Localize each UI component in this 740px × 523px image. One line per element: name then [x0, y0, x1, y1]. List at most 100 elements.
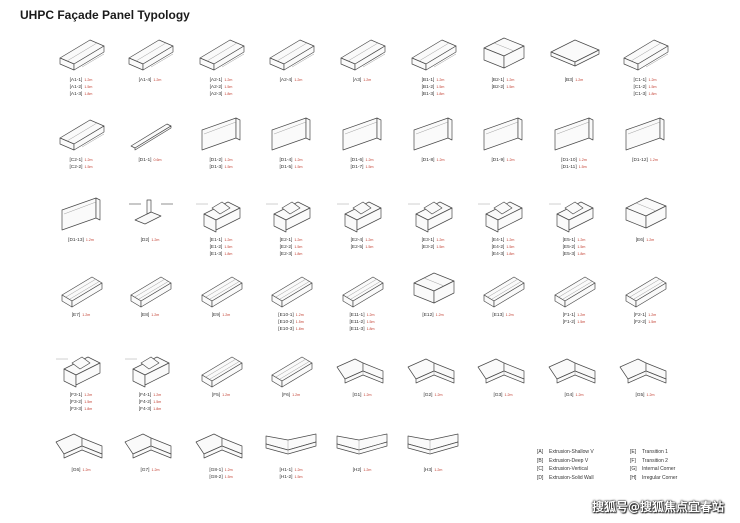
panel-drawing	[266, 201, 311, 233]
panel-drawing	[61, 197, 101, 231]
panel-label: [H3]1.2m	[398, 467, 468, 474]
legend-label: Internal Corner	[642, 466, 676, 473]
panel-labels: [E13]1.2m	[468, 312, 538, 319]
panel-code: [E13]	[492, 313, 504, 318]
legend-item: [F]Transition 2	[630, 458, 668, 464]
panel-dimension-note: 1.2m	[648, 78, 657, 82]
panel-labels: [H1-1]1.2m[H1-2]1.5m	[256, 467, 326, 481]
panel-labels: [D1-4]1.2m[D1-5]1.5m	[256, 157, 326, 171]
page-title: UHPC Façade Panel Typology	[20, 8, 190, 22]
panel-drawing	[59, 39, 105, 71]
panel-code: [D1-4]	[279, 158, 293, 163]
panel-dimension-note: 1.2m	[577, 238, 586, 242]
panel-code: [E11-2]	[349, 320, 365, 326]
panel-dimension-note: 1.5m	[294, 475, 303, 480]
panel-dimension-note: 1.8m	[577, 252, 586, 257]
panel-item: [D1-2]1.2m[D1-3]1.5m	[186, 110, 256, 196]
panel-item: [E3-1]1.2m[E3-2]1.5m	[398, 190, 468, 276]
panel-code: [E2-2]	[279, 245, 293, 251]
panel-labels: [D1-1]0.6m	[115, 157, 185, 164]
panel-dimension-note: 1.8m	[366, 327, 375, 332]
panel-dimension-note: 1.5m	[506, 245, 515, 250]
panel-dimension-note: 1.5m	[224, 85, 233, 90]
panel-label: [B1-3]1.8m	[398, 91, 468, 98]
panel-code: [C1-2]	[633, 85, 647, 91]
panel-drawing	[271, 276, 313, 308]
panel-item: [E8]1.2m	[115, 265, 185, 351]
panel-dimension-note: 1.8m	[84, 407, 93, 412]
panel-drawing	[265, 433, 317, 455]
panel-item: [D1-4]1.2m[D1-5]1.5m	[256, 110, 326, 196]
panel-label: [F4-1]1.2m	[115, 392, 185, 399]
panel-dimension-note: 1.2m	[85, 238, 94, 242]
panel-drawing	[342, 117, 382, 151]
panel-label: [G4]1.2m	[539, 392, 609, 399]
panel-label: [E5-1]1.2m	[539, 237, 609, 244]
panel-labels: [A1-4]1.2m	[115, 77, 185, 84]
panel-code: [D1-7]	[350, 165, 364, 171]
panel-drawing	[625, 197, 667, 229]
panel-dimension-note: 1.2m	[295, 313, 304, 317]
panel-label: [A2-3]1.8m	[186, 91, 256, 98]
panel-dimension-note: 1.2m	[436, 78, 445, 82]
panel-dimension-note: 1.2m	[84, 393, 93, 397]
panel-dimension-note: 1.5m	[365, 165, 374, 170]
panel-code: [G3]	[493, 393, 503, 398]
panel-item: [D1-13]1.2m	[46, 190, 116, 276]
panel-dimension-note: 1.5m	[648, 320, 657, 325]
panel-code: [E4-1]	[491, 238, 505, 243]
panel-label: [A1-2]1.5m	[46, 84, 116, 91]
panel-label: [E11-2]1.5m	[327, 319, 397, 326]
panel-code: [G6]	[71, 468, 81, 473]
legend-key: [G]	[630, 466, 637, 473]
panel-label: [B3]1.2m	[539, 77, 609, 84]
panel-code: [A1-3]	[69, 92, 83, 98]
panel-label: [E2-5]1.5m	[327, 244, 397, 251]
panel-label: [E2-3]1.8m	[256, 251, 326, 258]
panel-label: [B2-2]1.5m	[468, 84, 538, 91]
panel-label: [E11-1]1.2m	[327, 312, 397, 319]
panel-drawing	[550, 39, 600, 67]
panel-code: [E5-1]	[562, 238, 576, 243]
panel-label: [B2-1]1.2m	[468, 77, 538, 84]
panel-code: [H1-2]	[279, 475, 293, 481]
panel-drawing	[548, 358, 596, 384]
panel-label: [H1-2]1.5m	[256, 474, 326, 481]
legend-key: [D]	[537, 474, 544, 481]
panel-labels: [B3]1.2m	[539, 77, 609, 84]
panel-item: [G3]1.2m	[468, 345, 538, 431]
panel-item: [B2-1]1.2m[B2-2]1.5m	[468, 30, 538, 116]
panel-labels: [E9]1.2m	[186, 312, 256, 319]
legend-key: [F]	[630, 457, 636, 464]
panel-code: [F2-2]	[633, 320, 647, 326]
panel-label: [D1-2]1.2m	[186, 157, 256, 164]
panel-drawing	[61, 276, 103, 308]
panel-dimension-note: 1.5m	[506, 85, 515, 90]
panel-dimension-note: 1.2m	[82, 468, 91, 472]
panel-dimension-note: 1.2m	[365, 158, 374, 162]
panel-label: [E9]1.2m	[186, 312, 256, 319]
panel-dimension-note: 1.2m	[436, 158, 445, 162]
panel-code: [H3]	[423, 468, 433, 473]
panel-dimension-note: 1.2m	[577, 313, 586, 317]
panel-labels: [H2]1.2m	[327, 467, 397, 474]
panel-label: [D1-12]1.2m	[610, 157, 680, 164]
panel-label: [A2-4]1.2m	[256, 77, 326, 84]
panel-dimension-note: 1.8m	[224, 92, 233, 97]
legend-label: Irregular Corner	[642, 474, 678, 481]
panel-drawing	[413, 117, 453, 151]
panel-dimension-note: 1.2m	[506, 158, 515, 162]
panel-code: [E10-1]	[278, 313, 294, 318]
panel-drawing	[336, 358, 384, 384]
panel-item: [A2-1]1.2m[A2-2]1.5m[A2-3]1.8m	[186, 30, 256, 116]
panel-code: [F4-3]	[138, 407, 152, 413]
panel-dimension-note: 1.8m	[294, 252, 303, 257]
panel-label: [A2-2]1.5m	[186, 84, 256, 91]
panel-code: [G5]	[635, 393, 645, 398]
panel-item: [E11-1]1.2m[E11-2]1.5m[E11-3]1.8m	[327, 265, 397, 351]
panel-drawing	[554, 276, 596, 308]
panel-dimension-note: 1.5m	[648, 85, 657, 90]
legend-key: [B]	[537, 457, 544, 464]
panel-label: [F1-1]1.2m	[539, 312, 609, 319]
panel-code: [A2-4]	[279, 78, 293, 83]
